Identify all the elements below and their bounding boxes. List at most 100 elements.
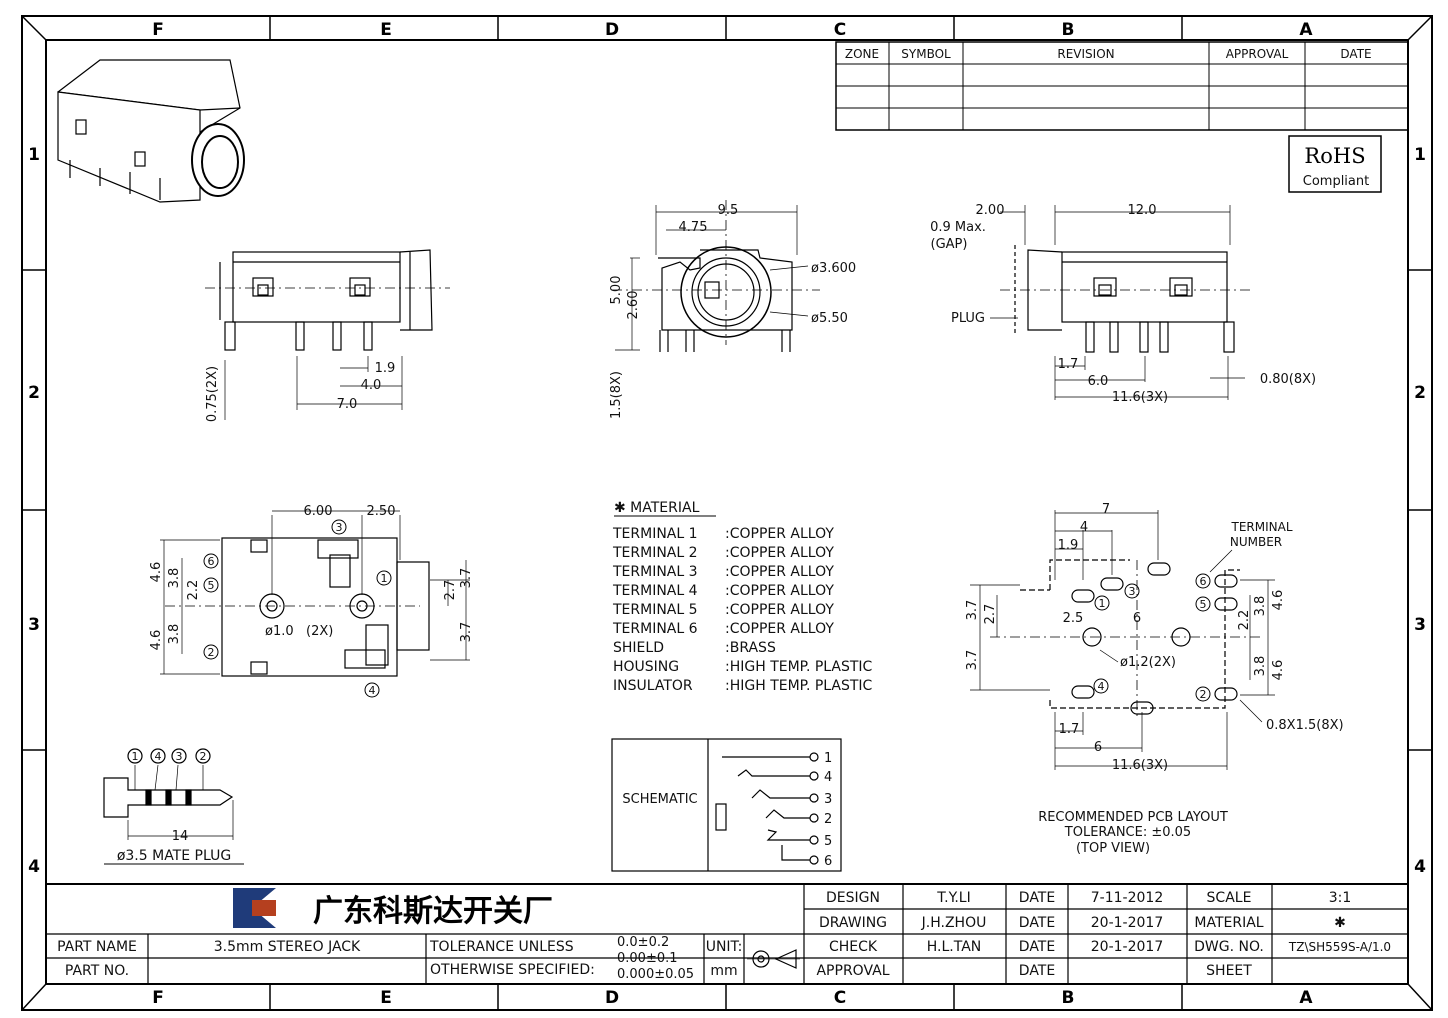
col-label-bottom-e: E (380, 988, 392, 1008)
material-part-8: HOUSING (613, 659, 679, 675)
pcb-dim-4: 2.7 (983, 604, 998, 625)
pcb-dim-0: 7 (1102, 502, 1110, 517)
bottom-dim-8: 3.7 (459, 568, 474, 589)
revision-table: ZONE SYMBOL REVISION APPROVAL DATE (835, 41, 1409, 131)
material-part-7: SHIELD (613, 640, 664, 656)
side-dim-0: 0.75(2X) (205, 366, 220, 422)
tb-date-check: 20-1-2017 (1091, 939, 1163, 955)
col-label-bottom-d: D (605, 988, 619, 1008)
bottom-view (160, 510, 470, 677)
col-label-top-f: F (152, 20, 164, 40)
unit-value: mm (710, 963, 737, 979)
schematic-pin-6: 6 (824, 854, 832, 869)
right-dim-1: 0.9 Max. (930, 220, 986, 235)
bottom-dim-1: 2.50 (367, 504, 396, 519)
tb-datelabel-design: DATE (1019, 890, 1055, 906)
side-dim-2: 4.0 (361, 378, 382, 393)
material-value-8: :HIGH TEMP. PLASTIC (725, 659, 873, 675)
pcb-pin-3: 3 (1129, 585, 1136, 598)
company-name: 广东科斯达开关厂 (313, 894, 553, 929)
isometric-view (57, 59, 245, 203)
tb-name-drawing: J.H.ZHOU (921, 915, 987, 931)
schematic-label: SCHEMATIC (622, 792, 697, 807)
pcb-pin-1: 1 (1099, 597, 1106, 610)
pcb-dim-1: 4 (1080, 520, 1088, 535)
bottom-dim-2: 4.6 (149, 562, 164, 583)
bottom-dim-11: (2X) (306, 624, 333, 639)
col-label-bottom-f: F (152, 988, 164, 1008)
tb-value-dwgno: TZ\SH559S-A/1.0 (1288, 940, 1391, 954)
material-title: ✱ MATERIAL (614, 500, 700, 516)
title-block (46, 883, 1408, 984)
front-dim-2: 5.00 (609, 276, 624, 305)
row-label-left-1: 1 (28, 145, 40, 165)
material-value-4: :COPPER ALLOY (725, 583, 834, 599)
tolerance-label-1: TOLERANCE UNLESS (429, 939, 574, 955)
tb-name-design: T.Y.LI (936, 890, 970, 906)
rev-header-symbol: SYMBOL (901, 47, 951, 61)
rohs-subtitle: Compliant (1303, 174, 1369, 189)
pcb-terminal-label-1: TERMINAL (1230, 520, 1292, 534)
material-part-9: INSULATOR (613, 678, 693, 694)
tb-value-material: ✱ (1334, 915, 1346, 931)
tb-role-drawing: DRAWING (819, 915, 887, 931)
pcb-dim-17: 0.8X1.5(8X) (1266, 718, 1344, 733)
pcb-dim-9: 2.2 (1237, 610, 1252, 631)
bottom-pin-2: 2 (208, 646, 215, 659)
row-label-left-4: 4 (28, 857, 40, 877)
material-value-3: :COPPER ALLOY (725, 564, 834, 580)
front-dim-5: ø5.50 (811, 311, 848, 326)
col-label-top-c: C (834, 20, 846, 40)
front-dim-4: ø3.600 (811, 261, 856, 276)
schematic-pin-1: 1 (824, 751, 832, 766)
pcb-caption-2: TOLERANCE: ±0.05 (1064, 825, 1191, 840)
schematic-pin-5: 5 (824, 834, 832, 849)
right-dim-7: 11.6(3X) (1112, 390, 1168, 405)
plug-caption: ø3.5 MATE PLUG (117, 848, 231, 864)
pcb-caption-3: (TOP VIEW) (1076, 841, 1150, 856)
bottom-dim-3: 3.8 (167, 568, 182, 589)
pcb-dim-5: 2.5 (1063, 611, 1084, 626)
col-label-bottom-c: C (834, 988, 846, 1008)
col-label-top-e: E (380, 20, 392, 40)
tb-datelabel-drawing: DATE (1019, 915, 1055, 931)
unit-label: UNIT: (706, 939, 743, 955)
bottom-dim-9: 3.7 (459, 622, 474, 643)
tb-datelabel-check: DATE (1019, 939, 1055, 955)
right-dim-0: 2.00 (976, 203, 1005, 218)
plug-ring-4: 4 (155, 750, 162, 763)
pcb-layout (970, 510, 1275, 770)
front-dim-1: 4.75 (679, 220, 708, 235)
right-dim-8: 0.80(8X) (1260, 372, 1316, 387)
material-part-3: TERMINAL 3 (612, 564, 698, 580)
pcb-dim-16: 11.6(3X) (1112, 758, 1168, 773)
pcb-dim-8: 3.7 (965, 650, 980, 671)
row-label-left-3: 3 (28, 615, 40, 635)
row-label-right-4: 4 (1414, 857, 1426, 877)
front-dim-0: 9.5 (718, 203, 739, 218)
col-label-top-b: B (1062, 20, 1075, 40)
row-label-right-1: 1 (1414, 145, 1426, 165)
pcb-dim-7: ø1.2(2X) (1120, 655, 1176, 670)
schematic-pin-2: 2 (824, 812, 832, 827)
tb-key-scale: SCALE (1207, 890, 1252, 906)
pcb-pin-4: 4 (1098, 680, 1105, 693)
side-view (205, 249, 450, 420)
inner-border (45, 39, 1409, 985)
row-label-right-2: 2 (1414, 383, 1426, 403)
plug-ring-1: 1 (132, 750, 139, 763)
part-name-value: 3.5mm STEREO JACK (214, 939, 361, 955)
rev-header-revision: REVISION (1057, 47, 1114, 61)
pcb-dim-13: 4.6 (1271, 660, 1286, 681)
pcb-dim-15: 6 (1094, 740, 1102, 755)
rev-header-date: DATE (1340, 47, 1371, 61)
bottom-pin-6: 6 (208, 555, 215, 568)
row-label-left-2: 2 (28, 383, 40, 403)
tb-datelabel-approval: DATE (1019, 963, 1055, 979)
tb-value-scale: 3:1 (1329, 890, 1352, 906)
material-value-9: :HIGH TEMP. PLASTIC (725, 678, 873, 694)
plug-ring-2: 2 (200, 750, 207, 763)
right-dim-4: PLUG (951, 311, 985, 326)
bottom-dim-10: ø1.0 (265, 624, 294, 639)
material-value-7: :BRASS (725, 640, 776, 656)
